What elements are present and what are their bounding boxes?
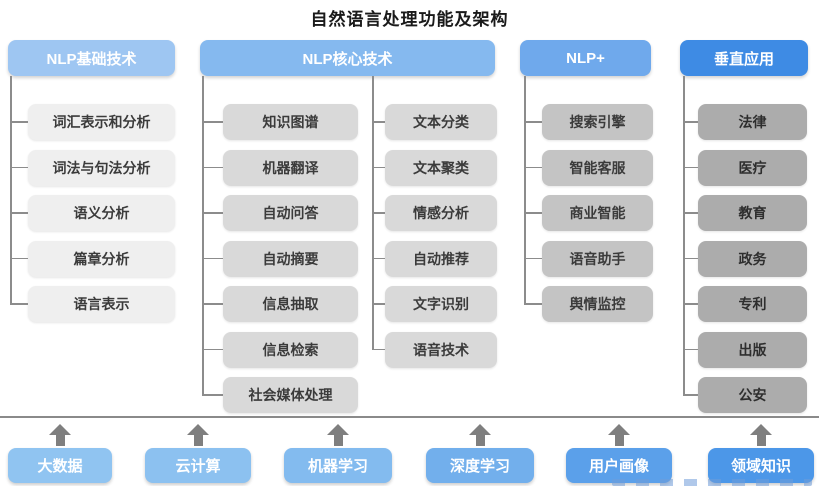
node-medical: 医疗 bbox=[683, 149, 807, 186]
node-text-clustering: 文本聚类 bbox=[372, 149, 497, 186]
node-speech-technology: 语音技术 bbox=[372, 331, 497, 368]
node-semantic-analysis: 语义分析 bbox=[10, 195, 175, 231]
connector-line-col1 bbox=[10, 76, 12, 304]
node-auto-summarization: 自动摘要 bbox=[202, 240, 358, 277]
diagram-title: 自然语言处理功能及架构 bbox=[310, 10, 509, 29]
foundation-machine-learning: 机器学习 bbox=[284, 448, 392, 483]
node-auto-recommendation: 自动推荐 bbox=[372, 240, 497, 277]
foundation-domain-knowledge: 领域知识 bbox=[708, 448, 814, 483]
node-information-retrieval: 信息检索 bbox=[202, 331, 358, 368]
node-voice-assistant: 语音助手 bbox=[524, 240, 653, 277]
node-knowledge-graph: 知识图谱 bbox=[202, 104, 358, 140]
node-text-classification: 文本分类 bbox=[372, 104, 497, 140]
node-discourse-analysis: 篇章分析 bbox=[10, 240, 175, 277]
node-education: 教育 bbox=[683, 195, 807, 231]
connector-line-col2-left bbox=[202, 76, 204, 395]
connector-line-col3 bbox=[524, 76, 526, 304]
node-business-intelligence: 商业智能 bbox=[524, 195, 653, 231]
node-language-representation: 语言表示 bbox=[10, 286, 175, 322]
column-header-nlp-basic: NLP基础技术 bbox=[8, 40, 175, 76]
column-header-nlp-plus: NLP+ bbox=[520, 40, 651, 76]
node-government: 政务 bbox=[683, 240, 807, 277]
node-lexical-representation: 词汇表示和分析 bbox=[10, 104, 175, 140]
node-public-security: 公安 bbox=[683, 377, 807, 413]
node-ocr: 文字识别 bbox=[372, 286, 497, 322]
up-arrow-icon bbox=[608, 424, 630, 446]
node-publishing: 出版 bbox=[683, 331, 807, 368]
node-sentiment-analysis: 情感分析 bbox=[372, 195, 497, 231]
up-arrow-icon bbox=[187, 424, 209, 446]
foundation-cloud-computing: 云计算 bbox=[145, 448, 251, 483]
node-patent: 专利 bbox=[683, 286, 807, 322]
node-social-media-processing: 社会媒体处理 bbox=[202, 377, 358, 413]
foundation-user-profiling: 用户画像 bbox=[566, 448, 672, 483]
node-question-answering: 自动问答 bbox=[202, 195, 358, 231]
up-arrow-icon bbox=[469, 424, 491, 446]
node-opinion-monitoring: 舆情监控 bbox=[524, 286, 653, 322]
column-header-nlp-core: NLP核心技术 bbox=[200, 40, 495, 76]
watermark-fragment bbox=[612, 479, 812, 486]
node-search-engine: 搜索引擎 bbox=[524, 104, 653, 140]
up-arrow-icon bbox=[49, 424, 71, 446]
up-arrow-icon bbox=[750, 424, 772, 446]
column-header-vertical-apps: 垂直应用 bbox=[680, 40, 808, 76]
connector-line-col4 bbox=[683, 76, 685, 395]
node-machine-translation: 机器翻译 bbox=[202, 149, 358, 186]
node-smart-customer-service: 智能客服 bbox=[524, 149, 653, 186]
foundation-deep-learning: 深度学习 bbox=[426, 448, 534, 483]
node-morph-syntax-analysis: 词法与句法分析 bbox=[10, 149, 175, 186]
node-information-extraction: 信息抽取 bbox=[202, 286, 358, 322]
up-arrow-icon bbox=[327, 424, 349, 446]
separator-line bbox=[0, 416, 819, 418]
node-law: 法律 bbox=[683, 104, 807, 140]
foundation-big-data: 大数据 bbox=[8, 448, 112, 483]
